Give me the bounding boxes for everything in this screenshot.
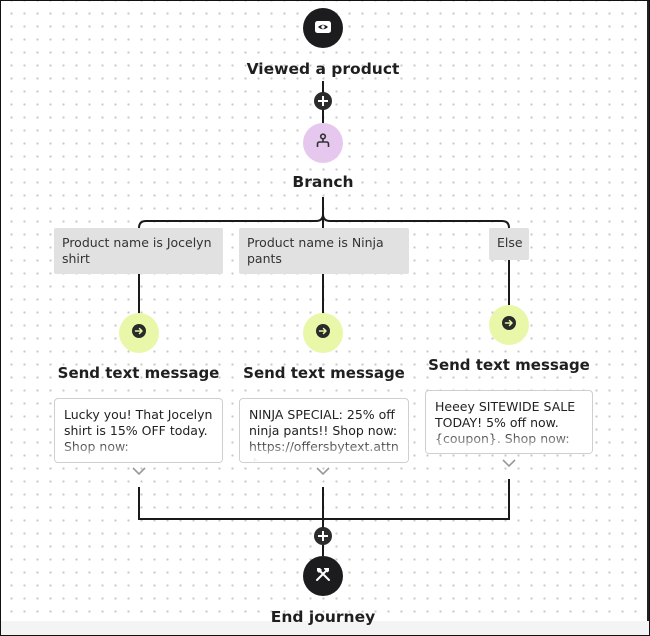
message-preview-2[interactable]: NINJA SPECIAL: 25% off ninja pants!! Sho… bbox=[239, 398, 409, 463]
connector-branch-split bbox=[138, 197, 510, 229]
message-text-1: Lucky you! That Jocelyn shirt is 15% OFF… bbox=[64, 407, 217, 454]
send-text-node-2[interactable] bbox=[303, 313, 343, 353]
branch-condition-1[interactable]: Product name is Jocelyn shirt bbox=[54, 228, 223, 274]
send-text-node-3[interactable] bbox=[489, 305, 529, 345]
eye-icon bbox=[314, 19, 332, 38]
add-step-button[interactable] bbox=[314, 527, 332, 545]
add-step-button[interactable] bbox=[314, 92, 332, 110]
branch-node[interactable] bbox=[303, 123, 343, 163]
send-text-node-1[interactable] bbox=[119, 313, 159, 353]
tools-icon bbox=[314, 565, 332, 587]
message-text-2: NINJA SPECIAL: 25% off ninja pants!! Sho… bbox=[249, 407, 402, 463]
branch-condition-2[interactable]: Product name is Ninja pants bbox=[239, 228, 409, 274]
trigger-title: Viewed a product bbox=[246, 60, 400, 78]
end-node[interactable] bbox=[303, 556, 343, 596]
chevron-down-icon[interactable] bbox=[131, 466, 147, 476]
branch-icon bbox=[314, 133, 332, 153]
send-arrow-icon bbox=[501, 315, 517, 335]
trigger-node[interactable] bbox=[303, 8, 343, 48]
branch-condition-3[interactable]: Else bbox=[489, 228, 529, 260]
message-preview-3[interactable]: Heeey SITEWIDE SALE TODAY! 5% off now. {… bbox=[425, 390, 593, 454]
message-text-3: Heeey SITEWIDE SALE TODAY! 5% off now. {… bbox=[435, 399, 580, 446]
branch-title: Branch bbox=[292, 173, 354, 191]
chevron-down-icon[interactable] bbox=[315, 466, 331, 476]
send-text-title-3: Send text message bbox=[428, 356, 590, 374]
send-arrow-icon bbox=[315, 323, 331, 343]
end-title: End journey bbox=[270, 608, 376, 626]
canvas-footer-strip bbox=[1, 621, 649, 635]
message-preview-1[interactable]: Lucky you! That Jocelyn shirt is 15% OFF… bbox=[54, 398, 223, 463]
send-arrow-icon bbox=[131, 323, 147, 343]
send-text-title-2: Send text message bbox=[243, 364, 405, 382]
chevron-down-icon[interactable] bbox=[501, 458, 517, 468]
canvas-border bbox=[647, 1, 649, 635]
send-text-title-1: Send text message bbox=[57, 364, 220, 382]
